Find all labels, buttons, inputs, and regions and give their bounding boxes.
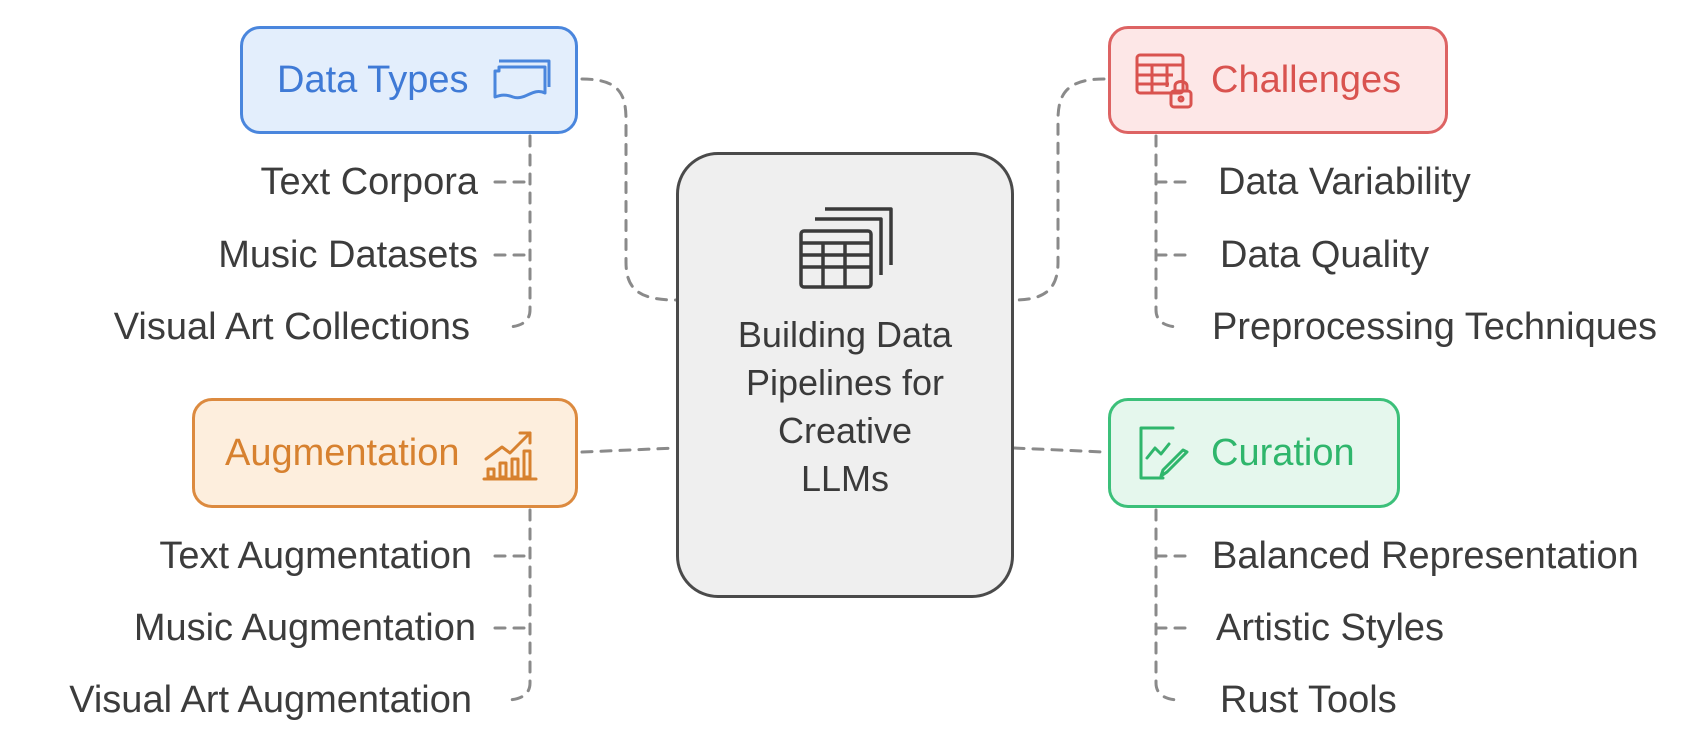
stacked-table-icon	[795, 203, 895, 293]
leaf-text-corpora: Text Corpora	[260, 161, 478, 203]
leaf-visual-art-augmentation: Visual Art Augmentation	[69, 679, 472, 721]
connector-challenges	[1012, 77, 1106, 302]
node-challenges-label: Challenges	[1211, 58, 1402, 101]
connector-augmentation	[580, 446, 678, 454]
node-augmentation: Augmentation	[192, 398, 578, 508]
connector-curation	[1012, 446, 1106, 454]
leaf-artistic-styles: Artistic Styles	[1216, 607, 1445, 649]
leaf-balanced-representation: Balanced Representation	[1212, 535, 1639, 577]
leaf-music-augmentation: Music Augmentation	[133, 607, 476, 649]
leaf-preprocessing-techniques: Preprocessing Techniques	[1212, 306, 1658, 348]
leaf-rust-tools: Rust Tools	[1220, 679, 1397, 721]
growth-chart-icon	[480, 423, 540, 483]
node-data-types: Data Types	[240, 26, 578, 134]
leaf-text-augmentation: Text Augmentation	[159, 535, 472, 577]
leaf-visual-art-collections: Visual Art Collections	[113, 306, 470, 348]
leaf-music-datasets: Music Datasets	[218, 234, 478, 276]
connector-curation-trunk	[1154, 508, 1182, 702]
connector-augmentation-trunk	[504, 508, 532, 702]
node-curation: Curation	[1108, 398, 1400, 508]
node-challenges: Challenges	[1108, 26, 1448, 134]
edit-chart-icon	[1133, 422, 1195, 484]
connector-challenges-trunk	[1154, 134, 1182, 329]
locked-table-icon	[1133, 49, 1195, 111]
center-title: Building Data Pipelines for Creative LLM…	[737, 314, 953, 499]
node-curation-label: Curation	[1211, 431, 1355, 474]
document-wave-icon	[491, 57, 553, 103]
leaf-data-quality: Data Quality	[1220, 234, 1430, 276]
node-center: Building Data Pipelines for Creative LLM…	[676, 152, 1014, 598]
node-augmentation-label: Augmentation	[225, 431, 460, 474]
node-data-types-label: Data Types	[277, 58, 469, 101]
connector-data-types-trunk	[504, 134, 532, 329]
leaf-data-variability: Data Variability	[1218, 161, 1471, 203]
connector-data-types	[580, 77, 678, 302]
